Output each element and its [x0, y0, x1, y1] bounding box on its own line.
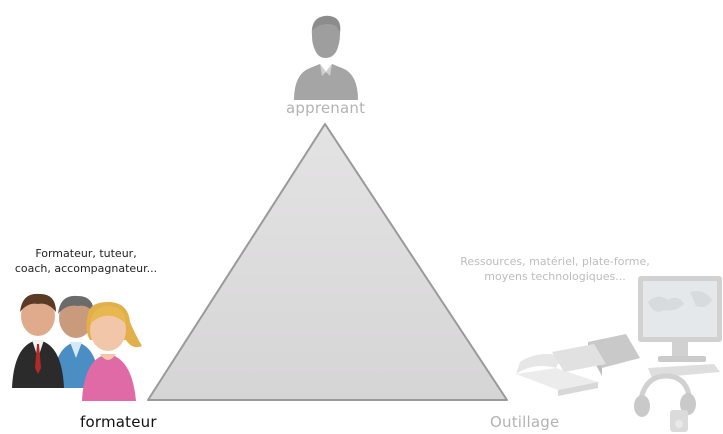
user-silhouette-icon — [294, 15, 358, 100]
outillage-caption-line-2: moyens technologiques... — [484, 270, 626, 283]
outillage-caption: Ressources, matériel, plate-forme, moyen… — [452, 254, 658, 284]
computer-books-headphones-icon — [516, 276, 722, 432]
formateur-caption-line-2: coach, accompagnateur... — [14, 262, 158, 275]
formateur-caption-line-1: Formateur, tuteur, — [35, 247, 137, 260]
vertex-label-formateur: formateur — [80, 413, 157, 431]
vertex-label-outillage: Outillage — [490, 413, 560, 431]
formateur-caption: Formateur, tuteur, coach, accompagnateur… — [6, 246, 166, 276]
vertex-label-apprenant: apprenant — [286, 99, 366, 117]
people-group-icon — [12, 293, 142, 401]
triangle-shape — [147, 123, 508, 401]
outillage-caption-line-1: Ressources, matériel, plate-forme, — [460, 255, 650, 268]
